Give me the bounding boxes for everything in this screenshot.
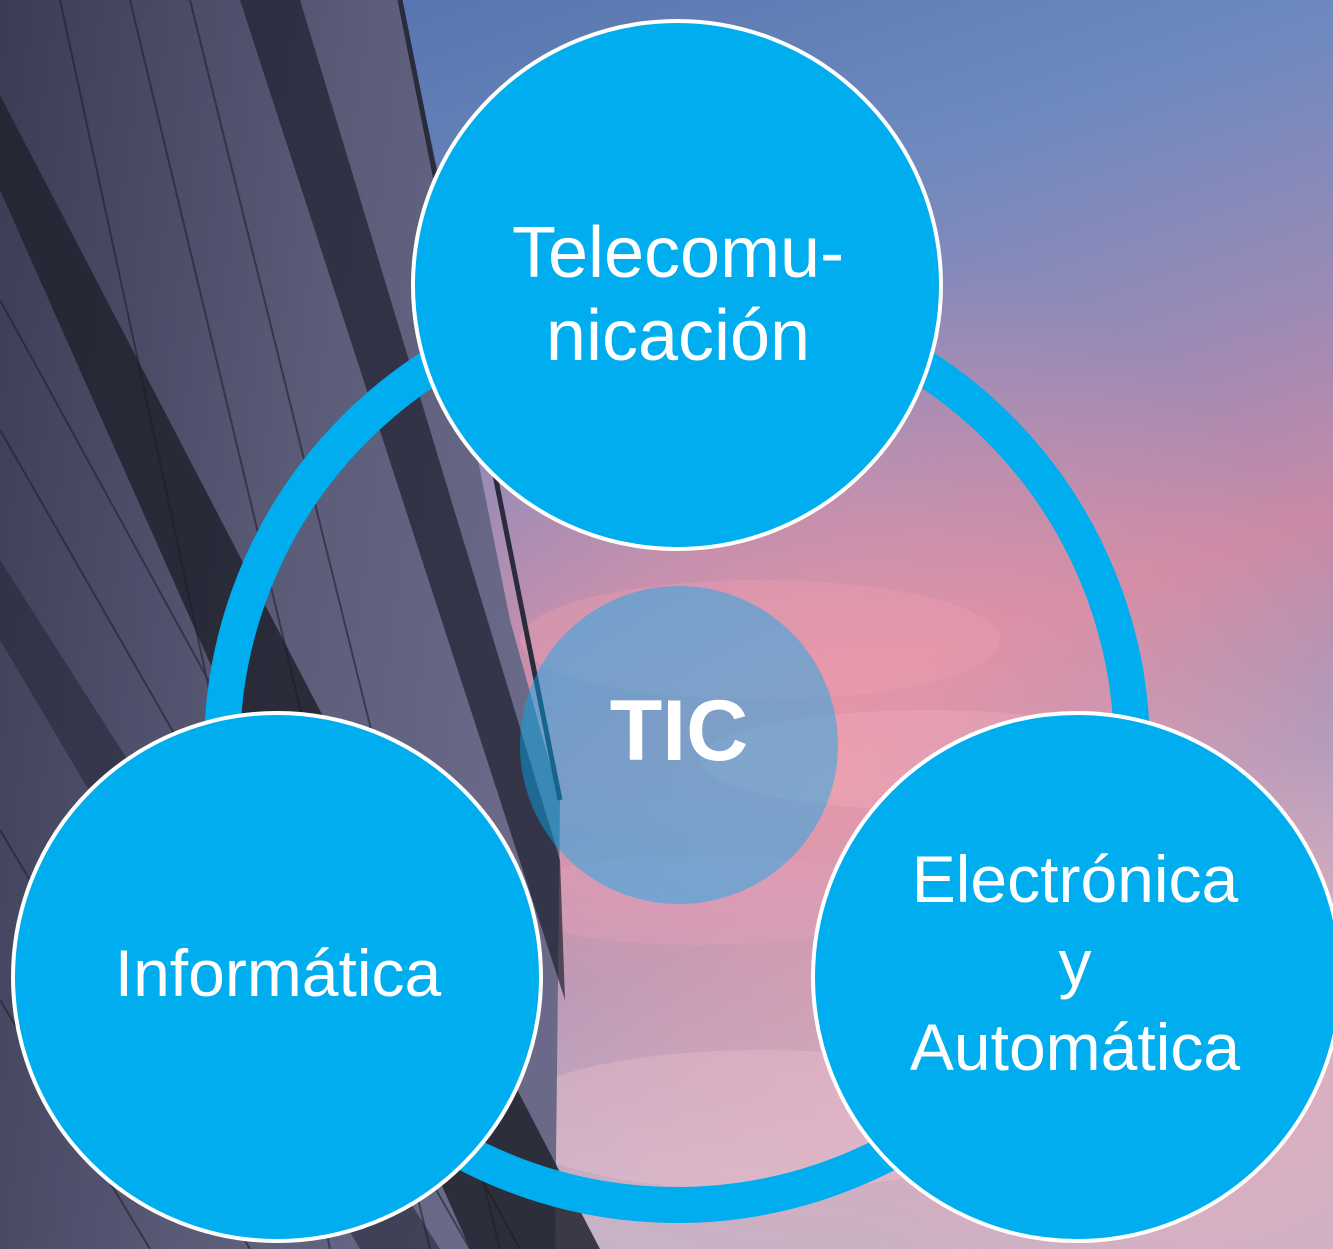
node-label-telecom: Telecomu- nicación [418, 212, 938, 378]
cloud [520, 580, 1000, 700]
node-label-line: Electrónica [911, 842, 1239, 916]
center-circle [520, 586, 838, 904]
node-label-line: nicación [545, 295, 811, 376]
node-circle-informatica [11, 711, 543, 1243]
building-dark-band [240, 0, 565, 1000]
node-label-line: Automática [909, 1009, 1241, 1084]
cloud [500, 855, 900, 945]
node-label-electronica: Electrónica y Automática [810, 838, 1333, 1089]
node-label-informatica: Informática [18, 936, 538, 1012]
node-circle-telecom [411, 19, 943, 551]
node-label-line: Informática [114, 936, 442, 1010]
center-label: TIC [609, 683, 749, 779]
node-circle-electronica [811, 711, 1333, 1243]
node-label-line: Telecomu- [511, 213, 845, 293]
node-label-line: y [1058, 925, 1092, 1000]
